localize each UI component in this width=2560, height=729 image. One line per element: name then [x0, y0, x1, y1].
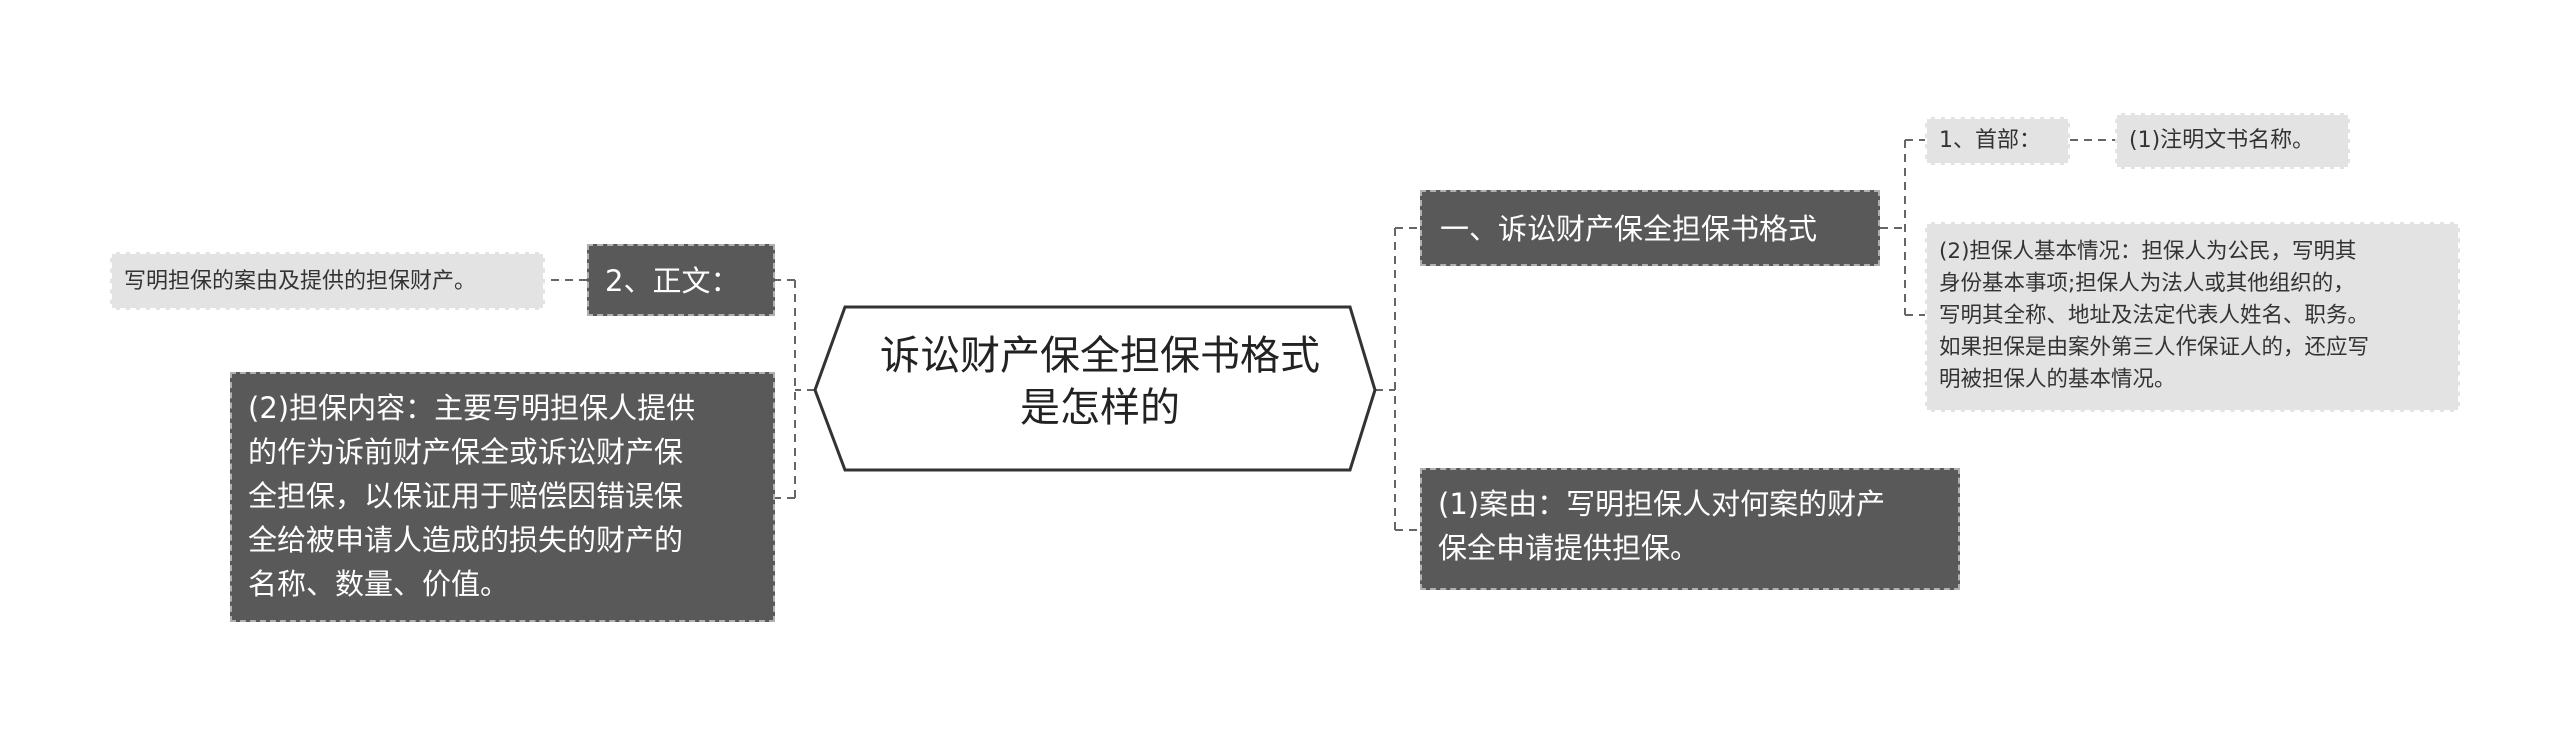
header-leaf-guarantor-label: (2)担保人基本情况：担保人为公民，写明其 身份基本事项;担保人为法人或其他组织… — [1939, 239, 2370, 392]
header-leaf-guarantor[interactable]: (2)担保人基本情况：担保人为公民，写明其 身份基本事项;担保人为法人或其他组织… — [1925, 222, 2460, 412]
header-item[interactable]: 1、首部： — [1925, 117, 2070, 165]
central-topic-shape — [813, 305, 1377, 472]
branch-text-label: 2、正文： — [605, 264, 740, 298]
header-leaf-title-label: (1)注明文书名称。 — [2129, 128, 2315, 153]
branch-cause-label: (1)案由：写明担保人对何案的财产 保全申请提供担保。 — [1438, 487, 1886, 565]
branch-text[interactable]: 2、正文： — [587, 244, 775, 316]
branch-format-label: 一、诉讼财产保全担保书格式 — [1440, 212, 1818, 246]
leaf-purpose-label: 写明担保的案由及提供的担保财产。 — [124, 269, 477, 294]
header-leaf-title[interactable]: (1)注明文书名称。 — [2115, 113, 2350, 169]
central-topic[interactable]: 诉讼财产保全担保书格式 是怎样的 — [830, 330, 1370, 434]
branch-cause[interactable]: (1)案由：写明担保人对何案的财产 保全申请提供担保。 — [1420, 468, 1960, 590]
leaf-purpose[interactable]: 写明担保的案由及提供的担保财产。 — [110, 252, 545, 310]
header-item-label: 1、首部： — [1939, 128, 2041, 153]
leaf-content-label: (2)担保内容：主要写明担保人提供 的作为诉前财产保全或诉讼财产保 全担保，以保… — [248, 391, 696, 601]
branch-format[interactable]: 一、诉讼财产保全担保书格式 — [1420, 190, 1880, 266]
central-topic-label: 诉讼财产保全担保书格式 是怎样的 — [880, 333, 1320, 431]
leaf-content[interactable]: (2)担保内容：主要写明担保人提供 的作为诉前财产保全或诉讼财产保 全担保，以保… — [230, 372, 775, 622]
